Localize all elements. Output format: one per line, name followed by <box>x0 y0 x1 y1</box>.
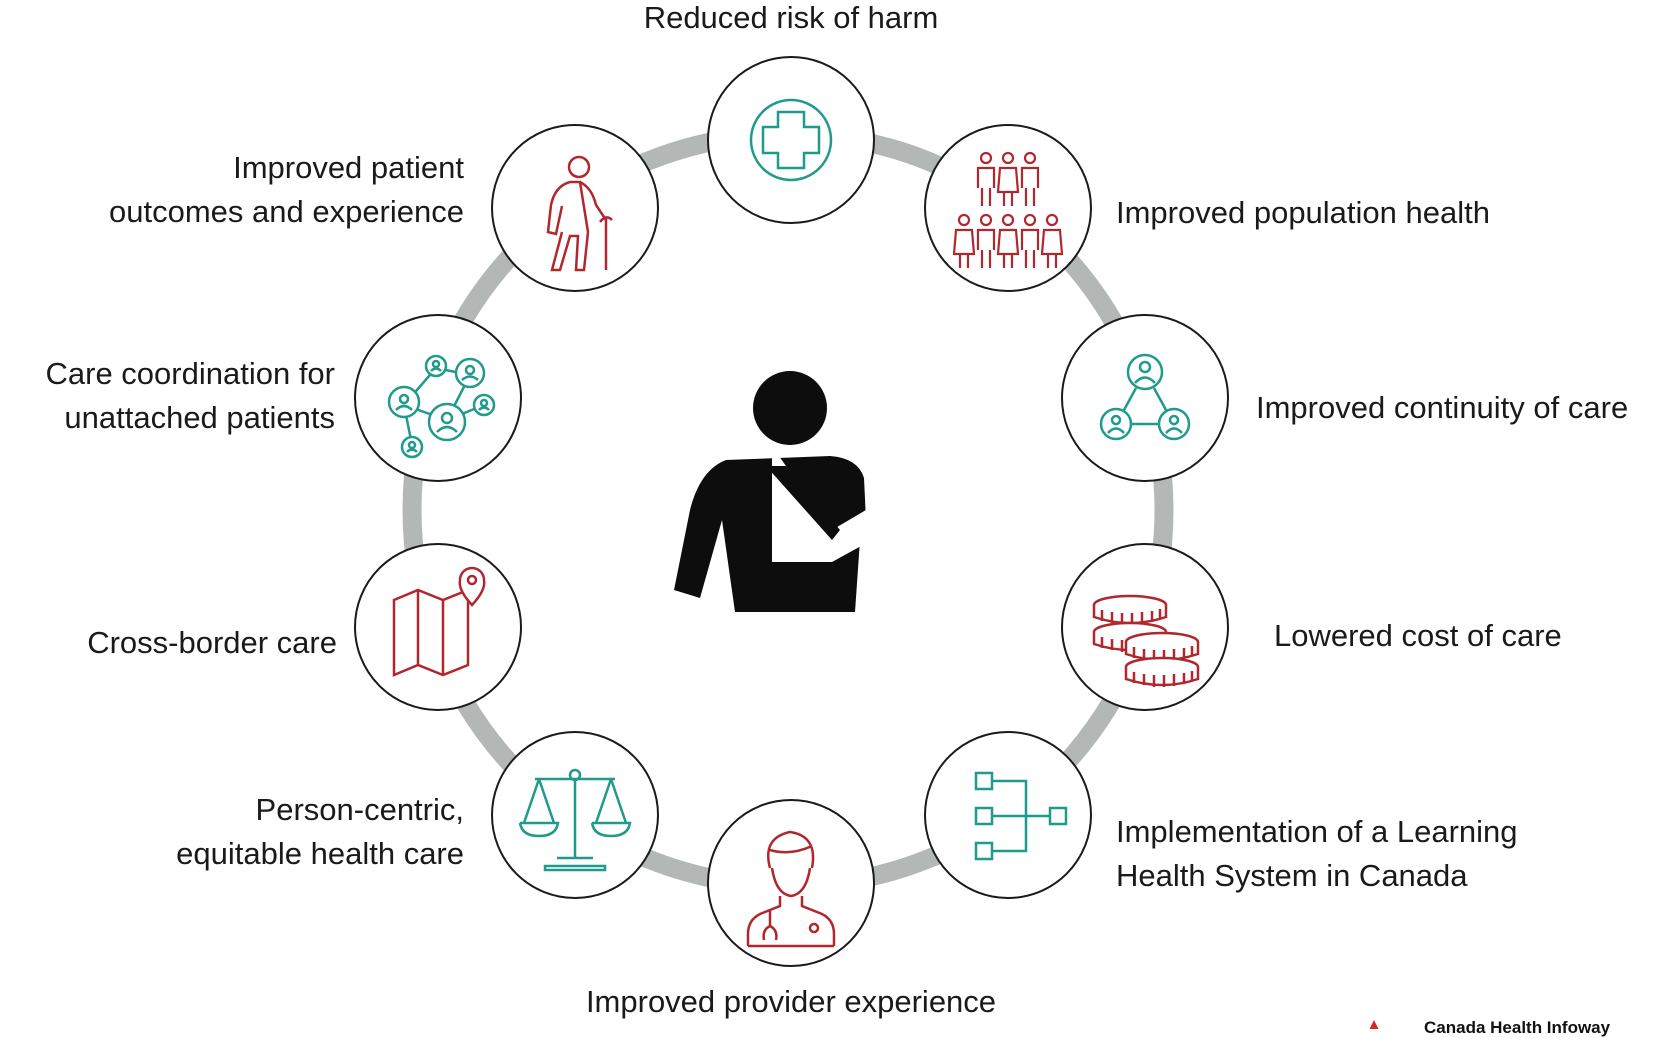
label-reduced-risk: Reduced risk of harm <box>643 0 939 35</box>
label-learning-health-system: Implementation of a Learning Health Syst… <box>1116 810 1518 898</box>
elderly-person-icon <box>546 155 613 272</box>
node-top-left-circle <box>491 124 659 292</box>
coins-icon <box>1092 594 1200 687</box>
node-top-right-circle <box>924 124 1092 292</box>
scales-icon <box>518 768 632 872</box>
label-patient-outcomes-line2: outcomes and experience <box>108 194 464 229</box>
maple-leaf-icon <box>1369 1020 1379 1029</box>
label-person-centric-line1: Person-centric, <box>255 792 464 827</box>
label-care-coordination-line2: unattached patients <box>64 400 335 435</box>
node-right-upper-circle <box>1061 314 1229 482</box>
node-bottom-circle <box>707 799 875 967</box>
label-person-centric-line2: equitable health care <box>176 836 464 871</box>
map-pin-icon <box>392 566 486 677</box>
label-patient-outcomes-line1: Improved patient <box>233 150 464 185</box>
label-population-health: Improved population health <box>1116 195 1490 230</box>
label-patient-outcomes: Improved patient outcomes and experience <box>109 146 464 234</box>
population-icon <box>952 151 1064 268</box>
logo-text: Canada Health Infoway <box>1424 1018 1611 1037</box>
node-left-lower-circle <box>354 543 522 711</box>
node-left-upper-circle <box>354 314 522 482</box>
label-provider-experience: Improved provider experience <box>585 984 997 1019</box>
care-network-icon <box>1099 353 1191 441</box>
medical-cross-icon <box>749 98 833 182</box>
label-care-coordination: Care coordination for unattached patient… <box>46 352 336 440</box>
label-cross-border: Cross-border care <box>87 625 337 660</box>
label-learning-health-system-line1: Implementation of a Learning <box>1116 814 1518 849</box>
label-learning-health-system-line2: Health System in Canada <box>1116 858 1468 893</box>
doctor-icon <box>746 830 836 948</box>
label-continuity-of-care: Improved continuity of care <box>1256 390 1629 425</box>
hierarchy-icon <box>974 771 1068 861</box>
injured-patient-icon <box>674 371 872 612</box>
label-care-coordination-line1: Care coordination for <box>45 356 336 391</box>
node-top-circle <box>707 56 875 224</box>
label-person-centric: Person-centric, equitable health care <box>176 788 464 876</box>
label-lowered-cost: Lowered cost of care <box>1274 618 1562 653</box>
patient-network-icon <box>387 354 496 459</box>
